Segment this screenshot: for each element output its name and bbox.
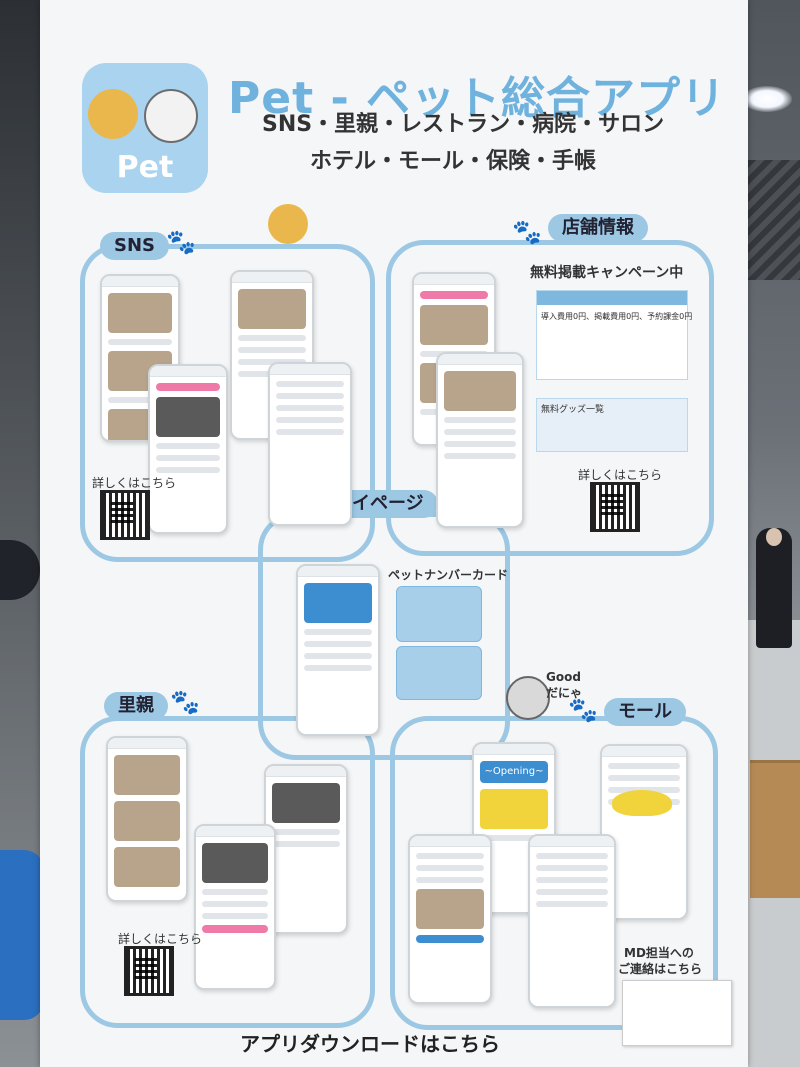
- adoption-label: 里親: [104, 692, 168, 720]
- app-download-text: アプリダウンロードはこちら: [240, 1032, 500, 1056]
- logo-text: Pet: [116, 150, 174, 185]
- qr-code-icon[interactable]: [124, 946, 174, 996]
- app-screen-sns-post: [148, 364, 228, 534]
- free-goods-box: 無料グッズ一覧: [536, 398, 688, 452]
- cat-mascot: [506, 676, 550, 720]
- goods-title: 無料グッズ一覧: [541, 405, 605, 415]
- paw-icon: 🐾: [512, 218, 542, 246]
- paw-icon: 🐾: [170, 688, 200, 716]
- adoption-details-link[interactable]: 詳しくはこちら: [118, 932, 203, 946]
- mascot-speech-1: Good: [546, 670, 581, 684]
- md-contact-line-2: ご連絡はこちら: [618, 962, 703, 976]
- ceiling-truss: [748, 160, 800, 280]
- cardboard-box: [750, 760, 800, 898]
- board-subtitle-2: ホテル・モール・保険・手帳: [310, 149, 597, 174]
- board-title: Pet - ペット総合アプリ: [228, 73, 727, 124]
- fees-line: 導入費用0円、掲載費用0円、予約課金0円: [541, 312, 693, 321]
- app-screen-adoption-list: [106, 736, 188, 902]
- sns-frame: [80, 244, 375, 562]
- mascot-speech-2: だにゃ: [546, 686, 583, 700]
- blue-cushion: [0, 850, 44, 1020]
- banana-product: [612, 790, 672, 816]
- campaign-banner: [537, 291, 687, 305]
- campaign-info-box: 導入費用0円、掲載費用0円、予約課金0円: [536, 290, 693, 380]
- store-frame: [386, 240, 714, 556]
- paw-icon: 🐾: [568, 696, 598, 724]
- dog-face-icon: [88, 89, 138, 139]
- mall-label: モール: [604, 698, 686, 726]
- business-card: [622, 980, 732, 1046]
- app-screen-store-detail: [436, 352, 524, 528]
- app-screen-mall-order: [528, 834, 616, 1008]
- board-subtitle-1: SNS・里親・レストラン・病院・サロン: [262, 112, 665, 137]
- store-details-link[interactable]: 詳しくはこちら: [578, 468, 663, 482]
- visitor-head: [766, 528, 782, 546]
- app-screen-sns-chat: [268, 362, 352, 526]
- paw-icon: 🐾: [166, 228, 196, 256]
- app-screen-adoption-detail: [194, 824, 276, 990]
- app-screen-mypage: [296, 564, 380, 736]
- shiba-mascot: [268, 204, 308, 244]
- qr-code-icon[interactable]: [590, 482, 640, 532]
- pet-number-card: [396, 586, 482, 642]
- pet-number-card-back: [396, 646, 482, 700]
- app-screen-adoption-chat: [264, 764, 348, 934]
- sns-details-link[interactable]: 詳しくはこちら: [92, 476, 177, 490]
- opening-banner: ~Opening~: [480, 761, 548, 783]
- qr-code-icon[interactable]: [100, 490, 150, 540]
- ceiling-light: [742, 86, 792, 112]
- app-logo: Pet: [82, 63, 208, 193]
- sns-label: SNS: [100, 232, 169, 260]
- mall-frame: [390, 716, 718, 1030]
- store-info-label: 店舗情報: [548, 214, 648, 242]
- md-contact-line-1: MD担当への: [624, 946, 694, 960]
- app-screen-mall-cart: [408, 834, 492, 1004]
- visitor-person: [756, 528, 792, 648]
- cat-face-icon: [144, 89, 198, 143]
- adoption-frame: [80, 716, 375, 1028]
- pet-number-card-title: ペットナンバーカード: [388, 568, 509, 582]
- campaign-text: 無料掲載キャンペーン中: [530, 265, 684, 281]
